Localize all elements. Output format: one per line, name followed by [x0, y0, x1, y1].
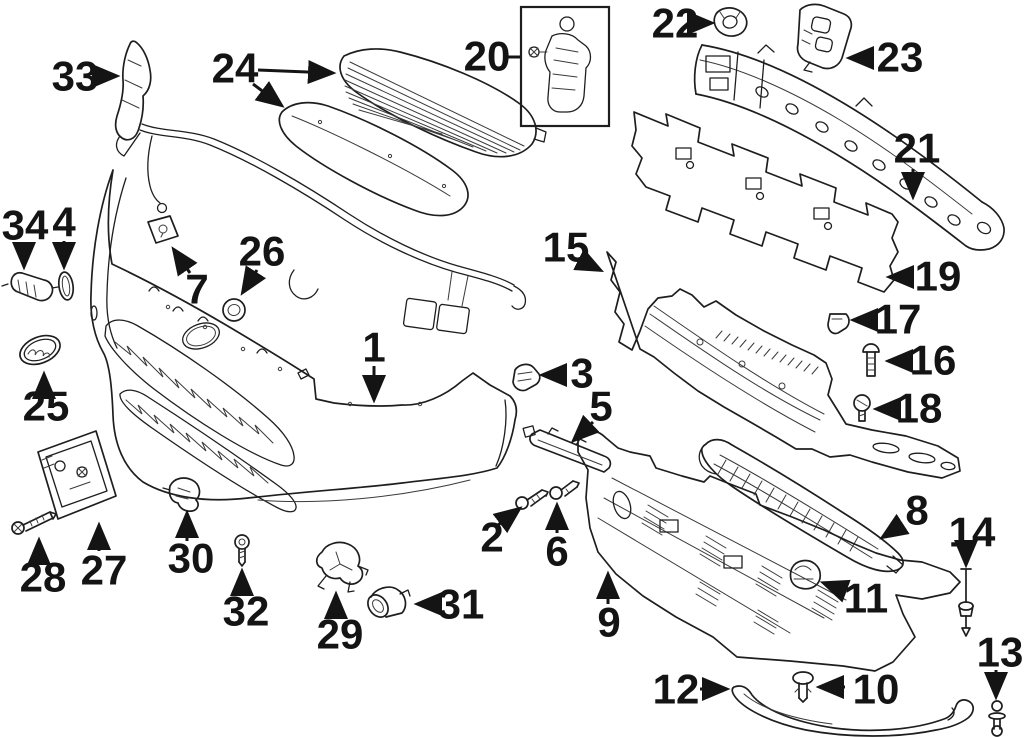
part-15-support-panel: [606, 251, 961, 479]
part-31-sensor: [367, 586, 411, 618]
part-4-gasket: [57, 271, 75, 301]
callout-1: 1: [362, 324, 385, 371]
arrow-to-part-24-grille: [257, 60, 337, 85]
part-27-license-bracket: [37, 430, 117, 520]
part-9-under-shield: [577, 429, 961, 672]
callout-4: 4: [52, 199, 76, 246]
callout-7: 7: [185, 266, 208, 313]
part-30-clip: [162, 477, 201, 513]
callout-25: 25: [23, 383, 70, 430]
part-18-screw: [853, 394, 871, 422]
arrow-to-part-2: [492, 506, 523, 534]
callout-28: 28: [20, 554, 67, 601]
part-17-clip: [827, 313, 850, 335]
arrow-to-part-24-trim: [252, 81, 285, 108]
callout-20: 20: [464, 33, 511, 80]
callout-29: 29: [317, 611, 364, 658]
callout-23: 23: [877, 34, 924, 81]
callout-27: 27: [81, 547, 128, 594]
callout-labels: 1 2 3 4 5 6 7 8 9 10 11 12 13 14 15 16 1…: [2, 0, 1024, 713]
part-7-pad: [147, 215, 179, 244]
callout-arrows: [12, 11, 1008, 701]
part-22-nut: [713, 7, 748, 37]
part-33-wire-harness: [139, 123, 527, 335]
arrow-to-part-7: [171, 246, 198, 277]
part-33-harness-bracket: [114, 40, 152, 157]
callout-6: 6: [545, 528, 568, 575]
part-16-bolt: [862, 343, 880, 377]
part-20-bracket-box: [519, 5, 611, 128]
callout-34: 34: [2, 202, 49, 249]
callout-10: 10: [853, 666, 900, 713]
part-24-grille-slatted: [339, 48, 547, 158]
part-3-clip: [512, 363, 541, 392]
part-23-bracket-plate: [796, 3, 853, 73]
arrow-to-part-26: [240, 265, 267, 296]
callout-26: 26: [239, 228, 286, 275]
part-12-lower-strip: [731, 685, 974, 737]
part-24-grille-trim: [278, 101, 469, 217]
callout-5: 5: [589, 383, 612, 430]
part-21-impact-bar: [693, 44, 1005, 251]
callout-12: 12: [653, 666, 700, 713]
callout-19: 19: [915, 253, 962, 300]
arrow-to-part-15: [573, 248, 605, 273]
callout-24: 24: [212, 45, 259, 92]
part-6-screw: [549, 480, 580, 500]
part-34-bracket: [1, 271, 59, 302]
callout-9: 9: [597, 599, 620, 646]
callout-33: 33: [52, 53, 99, 100]
part-11-grommet: [789, 559, 822, 590]
callout-11: 11: [844, 575, 888, 622]
part-14-screw-pin: [958, 568, 974, 637]
callout-16: 16: [910, 337, 957, 384]
callout-22: 22: [652, 0, 699, 47]
part-2-screw: [515, 489, 549, 510]
callout-17: 17: [875, 296, 922, 343]
part-8-lower-grille: [698, 438, 904, 574]
part-25-emblem: [19, 334, 61, 366]
part-28-bolt: [11, 511, 57, 535]
part-32-screw: [234, 534, 250, 567]
callout-32: 32: [223, 588, 270, 635]
part-29-sensor-retainer: [315, 541, 369, 593]
callout-13: 13: [977, 629, 1024, 676]
part-26-grommet-ring: [222, 298, 246, 322]
arrow-to-part-11: [819, 579, 851, 603]
callout-15: 15: [543, 224, 590, 271]
part-19-energy-absorber: [631, 111, 899, 293]
callout-2: 2: [480, 514, 503, 561]
callout-3: 3: [570, 350, 593, 397]
callout-18: 18: [896, 385, 943, 432]
callout-30: 30: [168, 535, 215, 582]
arrow-to-part-8: [879, 513, 910, 540]
callout-14: 14: [949, 509, 996, 556]
part-10-push-clip: [792, 671, 814, 703]
callout-8: 8: [905, 487, 928, 534]
part-13-rivet: [988, 700, 1006, 737]
callout-31: 31: [438, 581, 485, 628]
callout-21: 21: [894, 125, 941, 172]
part-1-bumper-cover: [90, 169, 518, 513]
arrow-to-part-5: [570, 414, 600, 444]
